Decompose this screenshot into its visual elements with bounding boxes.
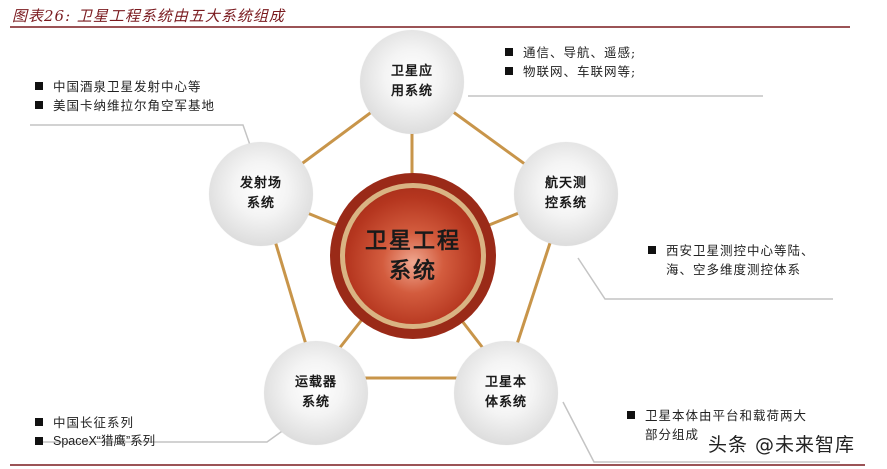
- callout-item: 中国长征系列: [35, 413, 155, 432]
- callout-tracking-control: 西安卫星测控中心等陆、 海、空多维度测控体系: [648, 241, 815, 279]
- node-label: 发射场 系统: [239, 176, 282, 211]
- callout-item: 通信、导航、遥感;: [505, 43, 636, 62]
- node-tracking-control: 航天测 控系统: [514, 142, 618, 246]
- bullet-icon: [35, 418, 43, 426]
- bullet-icon: [648, 246, 656, 254]
- callout-launch-site: 中国酒泉卫星发射中心等 美国卡纳维拉尔角空军基地: [35, 77, 215, 115]
- callout-item: 中国酒泉卫星发射中心等: [35, 77, 215, 96]
- bullet-icon: [505, 48, 513, 56]
- bullet-icon: [35, 437, 43, 445]
- bullet-icon: [35, 82, 43, 90]
- node-label: 卫星本 体系统: [484, 375, 527, 410]
- bullet-icon: [505, 67, 513, 75]
- bullet-icon: [627, 411, 635, 419]
- callout-item: 物联网、车联网等;: [505, 62, 636, 81]
- callout-item: 美国卡纳维拉尔角空军基地: [35, 96, 215, 115]
- callout-item: SpaceX“猎鹰”系列: [35, 432, 155, 451]
- node-launch-site: 发射场 系统: [209, 142, 313, 246]
- node-application: 卫星应 用系统: [360, 30, 464, 134]
- callout-item: 卫星本体由平台和载荷两大 部分组成: [627, 406, 807, 444]
- watermark: 头条 @未来智库: [708, 434, 856, 456]
- center-core: 卫星工程 系统: [345, 188, 481, 324]
- callout-item: 西安卫星测控中心等陆、 海、空多维度测控体系: [648, 241, 815, 279]
- callout-application: 通信、导航、遥感; 物联网、车联网等;: [505, 43, 636, 81]
- node-label: 卫星应 用系统: [390, 64, 433, 99]
- node-label: 航天测 控系统: [544, 176, 587, 211]
- node-launch-vehicle: 运载器 系统: [264, 341, 368, 445]
- center-label: 卫星工程 系统: [364, 228, 461, 284]
- figure-title: 图表26: 卫星工程系统由五大系统组成: [12, 7, 285, 25]
- callout-satellite-body: 卫星本体由平台和载荷两大 部分组成: [627, 406, 807, 444]
- node-satellite-body: 卫星本 体系统: [454, 341, 558, 445]
- node-label: 运载器 系统: [294, 375, 337, 410]
- callout-launch-vehicle: 中国长征系列 SpaceX“猎鹰”系列: [35, 413, 155, 451]
- bullet-icon: [35, 101, 43, 109]
- center-ring: 卫星工程 系统: [340, 183, 486, 329]
- center-node: 卫星工程 系统: [330, 173, 496, 339]
